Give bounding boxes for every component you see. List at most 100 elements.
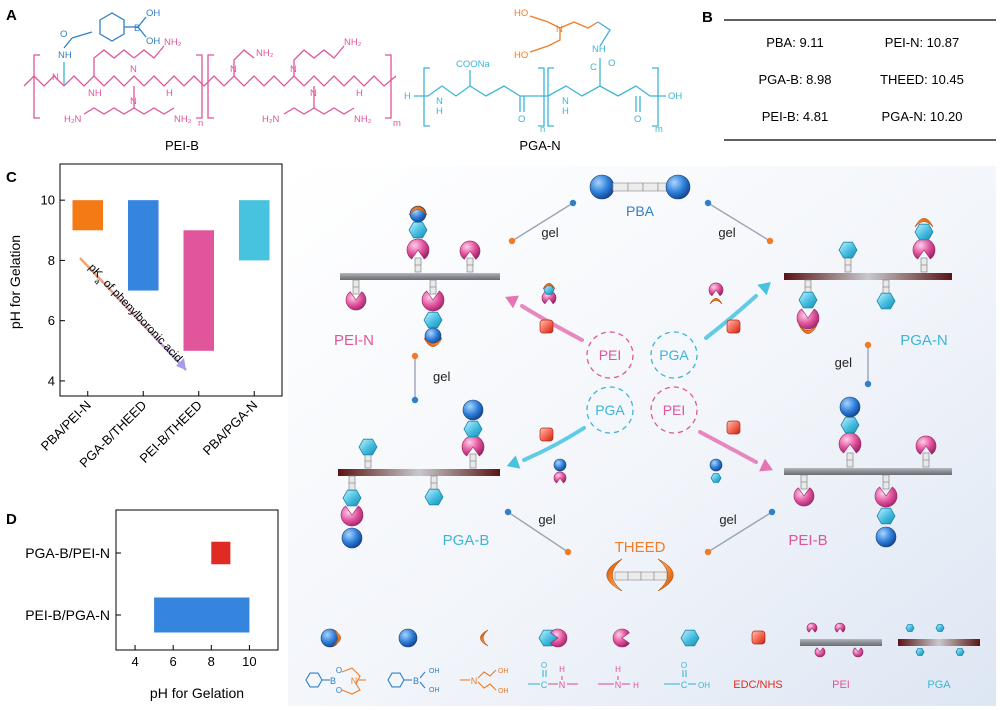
pga-n-label: PGA-N: [900, 332, 948, 349]
gel-arrow-start: [504, 508, 512, 516]
chart-c-bar: [238, 200, 270, 261]
chart-d-xtick-label: 10: [242, 654, 256, 669]
chart-c-xtick-label: PBA/PEI-N: [38, 398, 94, 454]
pka-cell: PBA: 9.11: [766, 35, 824, 50]
legend-carboxyl-hex: [680, 629, 700, 647]
pei-n-hex-down: [423, 311, 443, 329]
pga-n-o-2: O: [634, 114, 641, 125]
edc-cube-bottom-right: [726, 420, 741, 435]
legend-pei-pac-4: [852, 647, 864, 658]
pei-b-hex-up: [840, 416, 860, 434]
pga-n-ho-2: HO: [514, 50, 528, 61]
pga-n-hex-down-2: [876, 292, 896, 310]
pei-branch-2: [133, 45, 165, 59]
pka-annotation-sub: a: [93, 277, 103, 287]
chart-c-ylabel: pH for Gelation: [7, 235, 23, 329]
theed-arm-1: [547, 21, 561, 47]
pba-spacer: [612, 182, 629, 192]
pba-spacer: [627, 182, 644, 192]
pei-n-pac-down-2: [421, 290, 445, 312]
chart-c-xtick-label: PBA/PGA-N: [200, 398, 261, 459]
chart-c-ytick-label: 10: [41, 193, 55, 208]
center-circle-pei-1: [586, 331, 634, 379]
legend-pga-hex-4: [955, 648, 965, 656]
pei-n-pac-down: [345, 291, 367, 311]
pei-b-o: O: [60, 29, 67, 40]
arrow-to-pei-b: [698, 430, 758, 464]
legend-chem-ring-1: [305, 672, 323, 688]
pei-b-labels: O NH B OH OH NH₂ NH₂ NH₂ H₂N NH₂ H₂N NH₂…: [52, 8, 401, 129]
legend-chem-o-1: O: [336, 666, 342, 675]
amide-bond: [71, 31, 93, 39]
pei-b-n-5: N: [310, 88, 317, 99]
legend-chem-oh-5: OH: [698, 681, 710, 690]
legend-boronate-crescent: [332, 629, 341, 647]
panel-letter-c: C: [6, 169, 17, 186]
pga-n-pac-down: [796, 308, 820, 330]
legend-chem-bond-oh1: [419, 671, 426, 679]
reagent-sphere-bottom-right: [709, 458, 723, 472]
pga-b-label: PGA-B: [443, 532, 490, 549]
pga-n-crescent-down: [798, 324, 818, 334]
pei-b-b: B: [134, 23, 140, 34]
structure-pga-n: [414, 58, 666, 127]
gel-arrow-end: [508, 237, 516, 245]
center-circle-pga-1-label: PGA: [659, 347, 689, 363]
pei-b-nh2-3: NH₂: [344, 37, 362, 48]
pei-b-nh2-1: NH₂: [164, 37, 182, 48]
pka-cell: PEI-B: 4.81: [762, 109, 828, 124]
chart-d-xtick-label: 4: [131, 654, 138, 669]
legend-pei-pac-2: [834, 622, 846, 633]
gel-arrow-start: [569, 199, 577, 207]
reagent-pac-bottom-left: [553, 471, 567, 484]
gel-arrow-start: [704, 199, 712, 207]
pka-cell: THEED: 10.45: [880, 72, 964, 87]
legend-edc-label: EDC/NHS: [733, 679, 783, 691]
legend-pei-pac-3: [814, 647, 826, 658]
reagent-sphere-bottom-left: [553, 458, 567, 472]
gel-arrow-end: [704, 548, 712, 556]
pga-n-nh-side: NH: [592, 44, 606, 55]
pga-b-sphere-up: [462, 399, 484, 421]
pei-branch-4: [293, 45, 345, 76]
pka-cell: PGA-B: 8.98: [759, 72, 832, 87]
pei-b-nh2-2: NH₂: [256, 48, 274, 59]
legend-chem-ring-2: [387, 672, 405, 688]
gel-arrow-end: [411, 352, 419, 360]
pei-b-sphere-up: [839, 396, 861, 418]
gel-label-5: gel: [538, 512, 555, 527]
legend-chem-h-3: H: [633, 681, 639, 690]
structure-pei-b: [23, 45, 397, 119]
legend-pga-hex-2: [935, 624, 945, 632]
gel-arrow-start: [768, 508, 776, 516]
reagent-crescent-top-right: [709, 298, 723, 305]
pei-b-pac-down: [793, 487, 815, 507]
chart-c-bar: [183, 230, 215, 351]
pga-n-name: PGA-N: [519, 138, 560, 153]
boron-oh-bond-1: [137, 16, 147, 28]
pei-b-sphere-down: [875, 526, 897, 548]
legend-chem-b-1: B: [330, 676, 336, 686]
chart-c-ytick-label: 8: [48, 253, 55, 268]
legend-pei-label: PEI: [832, 679, 850, 691]
pei-b-nh-top: NH: [58, 50, 72, 61]
legend-chem-n-2: N: [471, 676, 478, 686]
pga-n-hex-up-2: [914, 223, 934, 241]
pga-b-backbone: [338, 469, 500, 476]
pga-n-coona: COONa: [456, 59, 491, 70]
center-circle-pei-2: [650, 386, 698, 434]
legend-pga-hex-3: [915, 648, 925, 656]
legend-chem-oh-2: OH: [429, 687, 440, 694]
theed-arm-2: [559, 21, 599, 29]
legend-amide-pac: [550, 628, 568, 648]
legend-chem-o-3: O: [541, 661, 547, 670]
pei-b-h-1: H: [166, 88, 173, 99]
legend-theed-crescent: [480, 629, 489, 647]
pga-b-pac-down: [340, 505, 364, 527]
legend-pei-bar: [800, 639, 882, 646]
legend-chem-oh-1: OH: [429, 668, 440, 675]
pga-b-hex-down-2: [424, 488, 444, 506]
pei-b-hex-down: [876, 507, 896, 525]
